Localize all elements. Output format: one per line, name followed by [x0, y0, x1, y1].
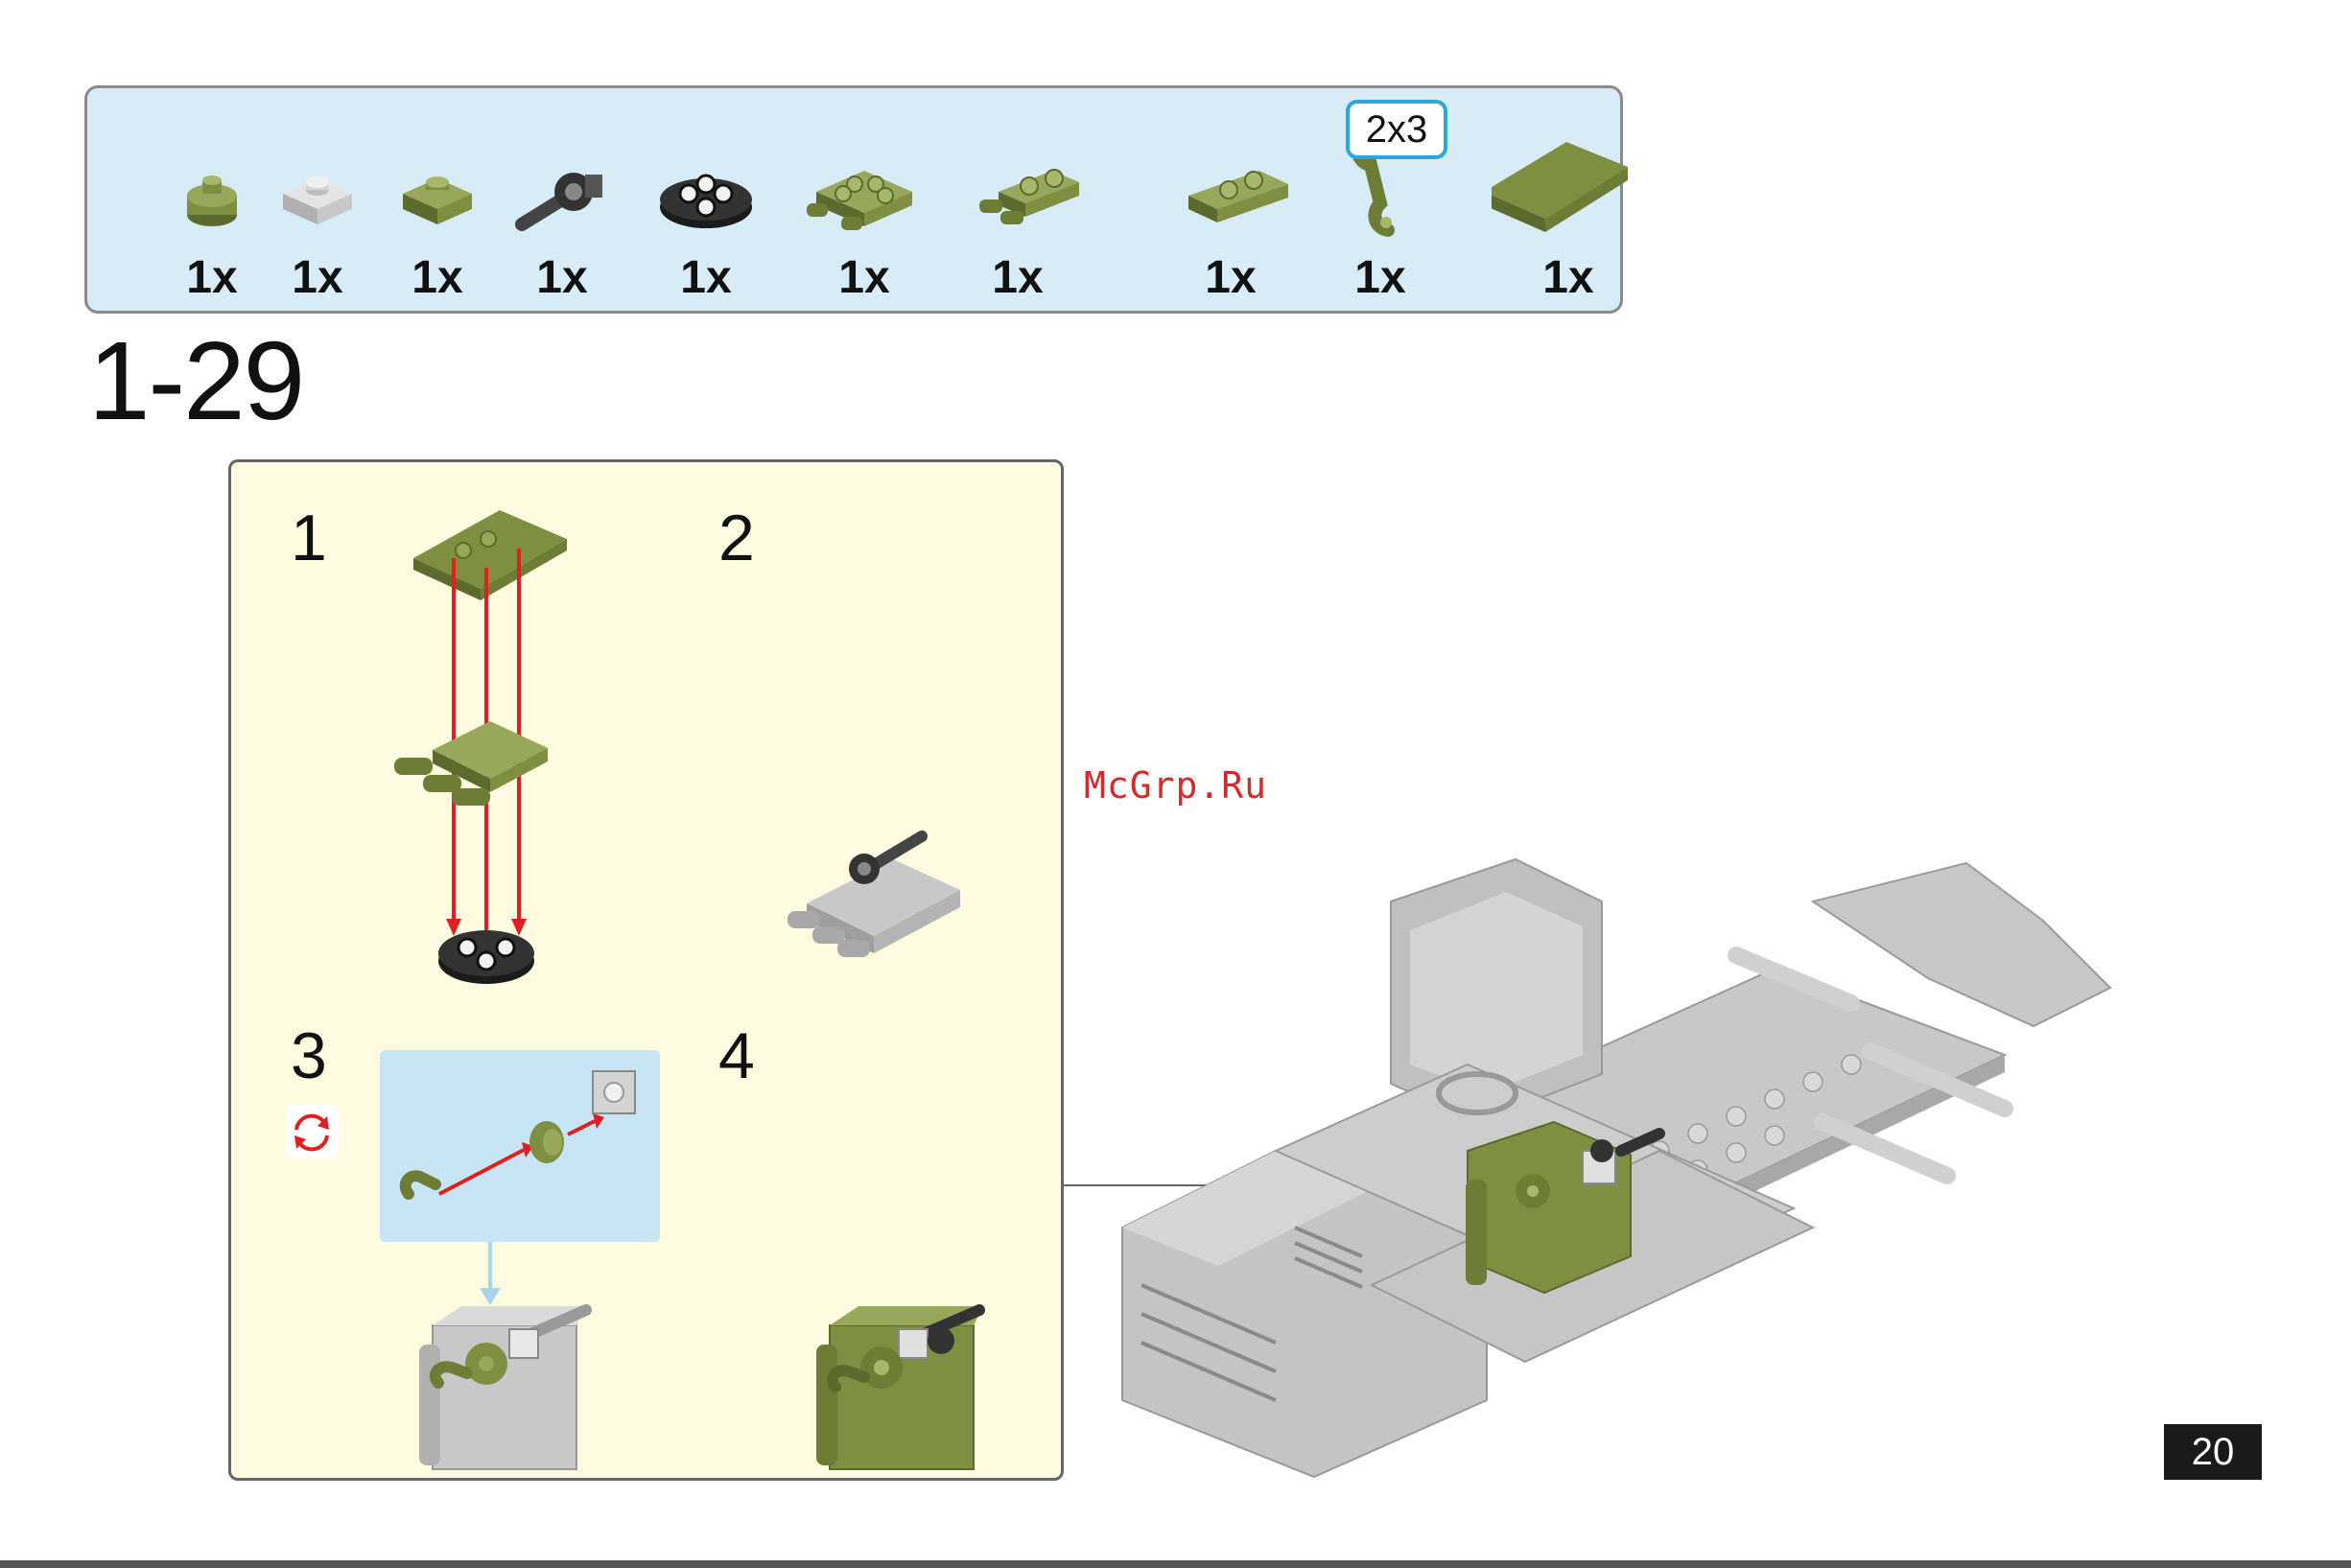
tile-2x3-icon [1492, 136, 1645, 251]
substep-3-subassembly-panel [380, 1050, 660, 1242]
step-title: 1-29 [88, 316, 303, 445]
part-qty: 1x [629, 251, 783, 304]
part-plate-2x2-clips: 1x [788, 88, 941, 316]
tile-size-badge: 2x3 [1346, 100, 1447, 159]
part-tile-2x3: 1x [1492, 88, 1645, 316]
plate-2x2-with-clips-icon [788, 136, 941, 251]
bottom-divider [0, 1560, 2351, 1568]
part-plate-1x2: 1x [1154, 88, 1307, 316]
watermark-text: McGrp.Ru [1084, 764, 1267, 807]
part-plate-1x2-clips: 1x [941, 88, 1094, 316]
part-qty: 1x [788, 251, 941, 304]
part-qty: 1x [1492, 251, 1645, 304]
part-round-plate-2x2: 1x [629, 88, 783, 316]
plate-1x2-icon [1154, 136, 1307, 251]
substep-2-illustration [788, 807, 1037, 999]
substep-number: 4 [718, 1018, 755, 1093]
part-qty: 1x [485, 251, 639, 304]
plate-1x2-with-clips-icon [941, 136, 1094, 251]
vehicle-model-illustration [1084, 863, 2139, 1496]
part-qty: 1x [1154, 251, 1307, 304]
part-qty: 1x [941, 251, 1094, 304]
part-technic-connector: 1x [485, 88, 639, 316]
parts-list-panel: 1x 1x 1x 1x [84, 85, 1623, 314]
substep-number: 3 [291, 1018, 327, 1093]
substep-1-illustration [394, 501, 624, 1038]
page-number: 20 [2164, 1424, 2262, 1480]
technic-pin-connector-icon [485, 136, 639, 251]
part-qty: 1x [1304, 251, 1457, 304]
substep-number: 2 [718, 501, 755, 575]
substep-4-result-illustration [807, 1287, 1037, 1479]
substep-number: 1 [291, 501, 327, 575]
substep-3-result-illustration [413, 1287, 624, 1479]
substeps-box: 1 2 3 4 [228, 459, 1064, 1481]
rotate-icon [285, 1105, 339, 1158]
round-plate-2x2-icon [629, 136, 783, 251]
